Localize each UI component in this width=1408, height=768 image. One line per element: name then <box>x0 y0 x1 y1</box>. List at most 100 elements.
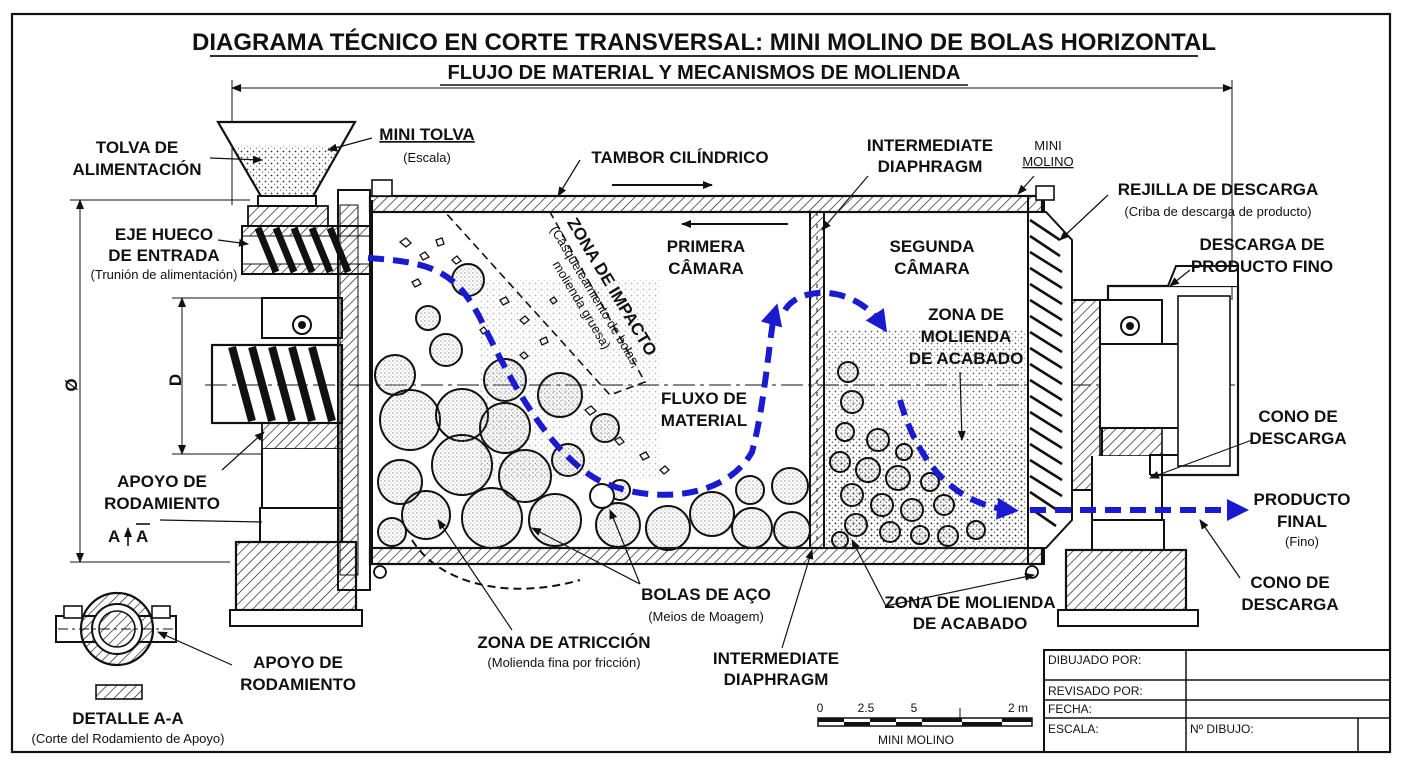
diameter-label: Ø <box>62 378 81 391</box>
svg-text:(Escala): (Escala) <box>403 150 451 165</box>
svg-text:ZONA DE ATRICCIÓN: ZONA DE ATRICCIÓN <box>477 633 650 652</box>
svg-text:PRODUCTO FINO: PRODUCTO FINO <box>1191 257 1333 276</box>
label-zona-molienda-bottom: ZONA DE MOLIENDA DE ACABADO <box>884 593 1055 633</box>
title-block: DIBUJADO POR: REVISADO POR: FECHA: ESCAL… <box>1043 649 1391 753</box>
svg-text:FINAL: FINAL <box>1277 512 1327 531</box>
dibujado-por-label: DIBUJADO POR: <box>1048 653 1141 667</box>
label-producto-final: PRODUCTO FINAL (Fino) <box>1254 490 1351 549</box>
scale-tick-1: 2.5 <box>858 701 875 715</box>
label-rejilla: REJILLA DE DESCARGA (Criba de descarga d… <box>1118 180 1319 219</box>
svg-text:MOLIENDA: MOLIENDA <box>921 327 1012 346</box>
numero-dibujo-label: Nº DIBUJO: <box>1190 722 1254 736</box>
svg-text:A: A <box>108 527 120 546</box>
overall-length-dimension <box>231 80 1233 300</box>
svg-text:A: A <box>136 527 148 546</box>
svg-text:PRODUCTO: PRODUCTO <box>1254 490 1351 509</box>
svg-text:ALIMENTACIÓN: ALIMENTACIÓN <box>72 160 201 179</box>
svg-text:INTERMEDIATE: INTERMEDIATE <box>713 649 839 668</box>
svg-text:DESCARGA DE: DESCARGA DE <box>1200 235 1325 254</box>
page-subtitle: FLUJO DE MATERIAL Y MECANISMOS DE MOLIEN… <box>448 62 961 84</box>
scale-tick-0: 0 <box>817 701 824 715</box>
svg-text:DETALLE A-A: DETALLE A-A <box>72 709 183 728</box>
svg-text:DESCARGA: DESCARGA <box>1241 595 1338 614</box>
scale-tick-2: 5 <box>911 701 918 715</box>
svg-text:MATERIAL: MATERIAL <box>661 411 748 430</box>
svg-text:RODAMIENTO: RODAMIENTO <box>240 675 356 694</box>
sheet-border <box>10 12 1392 754</box>
svg-text:DESCARGA: DESCARGA <box>1249 429 1346 448</box>
label-mini-tolva: MINI TOLVA (Escala) <box>379 125 474 165</box>
steel-balls-second-chamber <box>829 361 986 549</box>
cylindrical-drum <box>368 179 1055 579</box>
scale-tick-3: 2 m <box>1008 701 1028 715</box>
svg-text:(Trunión de alimentación): (Trunión de alimentación) <box>91 267 238 282</box>
left-bearing-assembly <box>210 189 373 627</box>
diameter-dimension: Ø <box>62 199 250 563</box>
scale-caption: MINI MOLINO <box>878 733 954 747</box>
feed-hopper <box>216 120 357 207</box>
svg-text:(Fino): (Fino) <box>1285 534 1319 549</box>
revisado-por-label: REVISADO POR: <box>1048 684 1143 698</box>
label-detalle: DETALLE A-A (Corte del Rodamiento de Apo… <box>32 709 225 746</box>
label-intermediate-bottom: INTERMEDIATE DIAPHRAGM <box>713 649 839 689</box>
impact-zone-outline <box>443 211 647 396</box>
svg-text:MINI TOLVA: MINI TOLVA <box>379 125 474 144</box>
svg-text:FLUXO DE: FLUXO DE <box>661 389 747 408</box>
label-segunda-camara: SEGUNDA CÂMARA <box>889 237 974 278</box>
svg-text:(Meios de Moagem): (Meios de Moagem) <box>648 609 764 624</box>
detail-bearing-drawing <box>55 591 177 700</box>
svg-text:DIAPHRAGM: DIAPHRAGM <box>724 670 829 689</box>
svg-text:DE ACABADO: DE ACABADO <box>909 349 1024 368</box>
svg-text:EJE HUECO: EJE HUECO <box>115 225 213 244</box>
svg-text:DIAPHRAGM: DIAPHRAGM <box>878 157 983 176</box>
svg-text:ZONA DE MOLIENDA: ZONA DE MOLIENDA <box>884 593 1055 612</box>
svg-text:DE ACABADO: DE ACABADO <box>913 614 1028 633</box>
label-fluxo: FLUXO DE MATERIAL <box>661 389 748 430</box>
intermediate-diaphragm <box>809 211 825 549</box>
label-descarga-fino: DESCARGA DE PRODUCTO FINO <box>1191 235 1333 276</box>
svg-text:CÂMARA: CÂMARA <box>668 259 744 278</box>
svg-text:(Molienda fina por fricción): (Molienda fina por fricción) <box>487 655 640 670</box>
leader-lines <box>157 137 1253 666</box>
svg-text:BOLAS DE AÇO: BOLAS DE AÇO <box>641 585 771 604</box>
section-marker: A A <box>108 523 150 546</box>
discharge-grate <box>1027 211 1073 549</box>
inner-diameter-label: D <box>166 374 185 386</box>
label-cono-top: CONO DE DESCARGA <box>1249 407 1346 448</box>
scale-bar: 0 2.5 5 2 m MINI MOLINO <box>817 701 1033 747</box>
label-bolas: BOLAS DE AÇO (Meios de Moagem) <box>641 585 771 624</box>
fecha-label: FECHA: <box>1048 702 1092 716</box>
label-mini-molino: MINI MOLINO <box>1022 138 1073 169</box>
svg-text:APOYO DE: APOYO DE <box>253 653 343 672</box>
svg-text:PRIMERA: PRIMERA <box>667 237 745 256</box>
page-title: DIAGRAMA TÉCNICO EN CORTE TRANSVERSAL: M… <box>192 28 1216 56</box>
svg-text:RODAMIENTO: RODAMIENTO <box>104 494 220 513</box>
svg-text:INTERMEDIATE: INTERMEDIATE <box>867 136 993 155</box>
svg-text:SEGUNDA: SEGUNDA <box>889 237 974 256</box>
label-tambor: TAMBOR CILÍNDRICO <box>591 148 768 167</box>
label-atriccion: ZONA DE ATRICCIÓN (Molienda fina por fri… <box>477 633 650 670</box>
svg-text:(Corte del Rodamiento de Apoyo: (Corte del Rodamiento de Apoyo) <box>32 731 225 746</box>
label-apoyo: APOYO DE RODAMIENTO <box>104 472 220 513</box>
label-primera-camara: PRIMERA CÂMARA <box>667 237 745 278</box>
svg-text:CONO DE: CONO DE <box>1250 573 1329 592</box>
right-bearing-assembly <box>1057 299 1199 627</box>
svg-text:ZONA DE: ZONA DE <box>928 305 1004 324</box>
steel-balls-first-chamber <box>374 263 811 551</box>
label-tolva: TOLVA DE ALIMENTACIÓN <box>72 138 201 179</box>
svg-text:APOYO DE: APOYO DE <box>117 472 207 491</box>
label-zona-molienda-top: ZONA DE MOLIENDA DE ACABADO <box>909 305 1024 368</box>
svg-text:MOLINO: MOLINO <box>1022 154 1073 169</box>
inner-diameter-dimension: D <box>166 297 262 455</box>
svg-text:DE ENTRADA: DE ENTRADA <box>108 246 219 265</box>
svg-text:CONO DE: CONO DE <box>1258 407 1337 426</box>
label-cono-bottom: CONO DE DESCARGA <box>1241 573 1338 614</box>
material-flow-path <box>367 255 783 498</box>
fine-product-discharge-box <box>1106 265 1240 477</box>
svg-text:(Criba de descarga de producto: (Criba de descarga de producto) <box>1124 204 1311 219</box>
svg-text:REJILLA DE DESCARGA: REJILLA DE DESCARGA <box>1118 180 1319 199</box>
label-apoyo-detalle: APOYO DE RODAMIENTO <box>240 653 356 694</box>
svg-text:TOLVA DE: TOLVA DE <box>96 138 179 157</box>
svg-text:CÂMARA: CÂMARA <box>894 259 970 278</box>
